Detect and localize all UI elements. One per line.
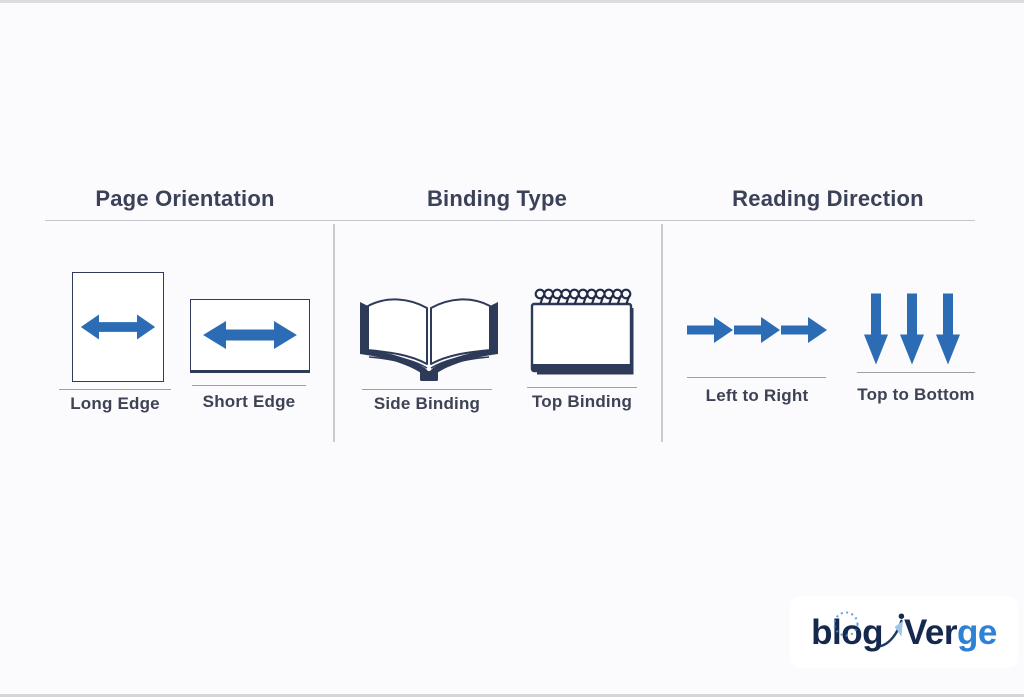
horizontal-double-arrow-icon: [80, 314, 156, 340]
label-rule: [857, 372, 975, 373]
column-divider-2: [661, 224, 663, 442]
item-label-long-edge: Long Edge: [70, 394, 160, 413]
label-rule: [192, 385, 306, 386]
top-edge-strip: [0, 0, 1024, 3]
label-rule: [687, 377, 826, 378]
section-title-reading-direction: Reading Direction: [732, 186, 924, 211]
portrait-page-icon: [72, 272, 164, 382]
label-rule: [362, 389, 492, 390]
section-title-binding-type: Binding Type: [426, 186, 568, 211]
item-label-side-binding: Side Binding: [373, 394, 481, 413]
bottom-edge-strip: [0, 694, 1024, 697]
logo-text-blog: blog: [811, 612, 883, 652]
horizontal-double-arrow-icon: [203, 321, 297, 349]
label-rule: [527, 387, 637, 388]
column-divider-1: [333, 224, 335, 442]
three-down-arrows-icon: [864, 293, 960, 365]
item-label-top-to-bottom: Top to Bottom: [857, 385, 975, 404]
item-label-left-to-right: Left to Right: [705, 386, 809, 405]
logo-text-ge: ge: [957, 612, 997, 652]
logo-swoosh-icon: [880, 613, 905, 648]
section-title-page-orientation: Page Orientation: [95, 186, 275, 211]
item-label-top-binding: Top Binding: [531, 392, 633, 411]
logo-text-ver: Ver: [904, 612, 958, 652]
header-underline: [45, 220, 975, 221]
spiral-notebook-icon: [530, 288, 634, 375]
open-book-icon: [360, 298, 498, 381]
three-right-arrows-icon: [687, 317, 827, 343]
landscape-page-icon: [190, 299, 310, 373]
blogverge-logo: blog Ver ge: [790, 596, 1018, 668]
item-label-short-edge: Short Edge: [202, 392, 296, 411]
label-rule: [59, 389, 171, 390]
